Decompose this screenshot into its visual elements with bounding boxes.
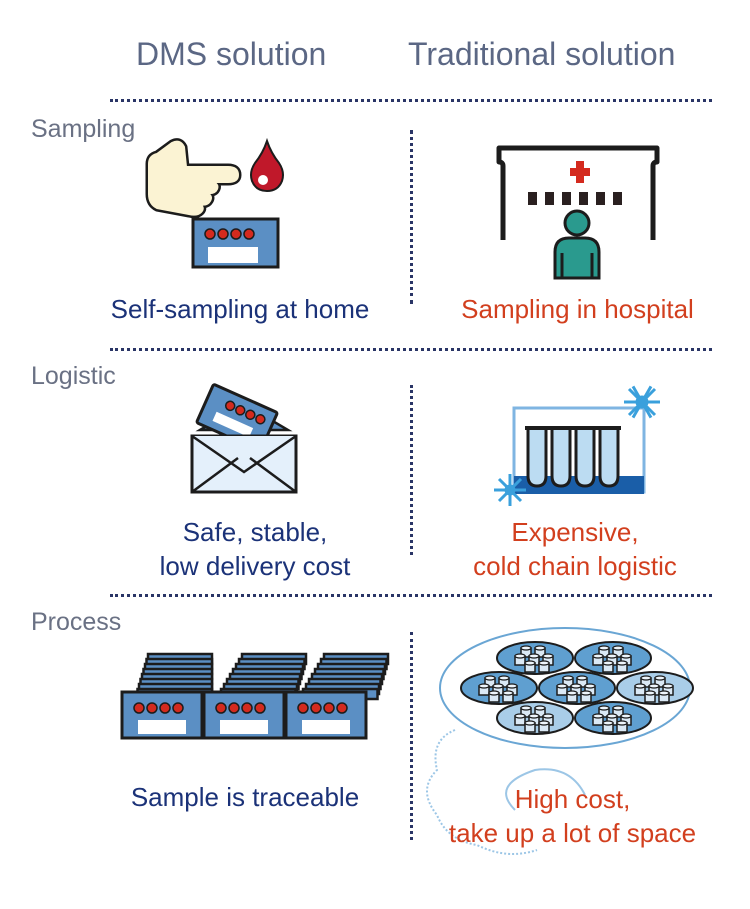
- card-stack: [120, 652, 214, 740]
- caption-traditional-logistic: Expensive, cold chain logistic: [420, 515, 730, 583]
- column-divider: [410, 130, 413, 304]
- envelope-card-icon: [190, 383, 298, 494]
- row-label-logistic: Logistic: [31, 362, 116, 390]
- caption-traditional-sampling: Sampling in hospital: [425, 292, 730, 326]
- caption-line: cold chain logistic: [473, 551, 677, 581]
- column-heading-dms: DMS solution: [136, 36, 327, 72]
- card-stacks-icon: [120, 652, 390, 740]
- tube-rack: [460, 671, 538, 705]
- caption-dms-process: Sample is traceable: [80, 780, 410, 814]
- snowflake-icon: [624, 385, 660, 419]
- card-stack: [202, 652, 308, 740]
- tube-rack: [616, 671, 694, 705]
- column-divider: [410, 632, 413, 840]
- row-divider: [110, 99, 712, 102]
- caption-line: low delivery cost: [159, 551, 351, 581]
- hand-pointing-card-blood-drop-icon: [145, 137, 284, 269]
- caption-line: Sampling in hospital: [461, 294, 694, 324]
- row-divider: [110, 348, 712, 351]
- hospital-patient-icon: [496, 145, 660, 280]
- caption-traditional-process: High cost, take up a lot of space: [415, 782, 730, 850]
- row-label-sampling: Sampling: [31, 115, 136, 143]
- caption-line: Expensive,: [511, 517, 639, 547]
- card-stack: [284, 652, 390, 740]
- caption-line: Self-sampling at home: [110, 294, 370, 324]
- row-label-process: Process: [31, 608, 122, 636]
- tube-rack: [574, 641, 652, 675]
- tube-rack: [496, 701, 574, 735]
- caption-line: take up a lot of space: [448, 818, 697, 848]
- row-divider: [110, 594, 712, 597]
- snowflake-icon: [494, 474, 526, 506]
- tube-rack: [496, 641, 574, 675]
- tube-rack: [574, 701, 652, 735]
- caption-line: Sample is traceable: [130, 782, 360, 812]
- caption-line: Safe, stable,: [182, 517, 328, 547]
- column-heading-traditional: Traditional solution: [408, 36, 676, 72]
- caption-line: High cost,: [514, 784, 631, 814]
- caption-dms-sampling: Self-sampling at home: [75, 292, 405, 326]
- tube-racks-storage-icon: [426, 627, 694, 855]
- tube-rack: [538, 671, 616, 705]
- caption-dms-logistic: Safe, stable, low delivery cost: [90, 515, 420, 583]
- column-divider: [410, 385, 413, 555]
- frozen-test-tubes-icon: [494, 385, 660, 506]
